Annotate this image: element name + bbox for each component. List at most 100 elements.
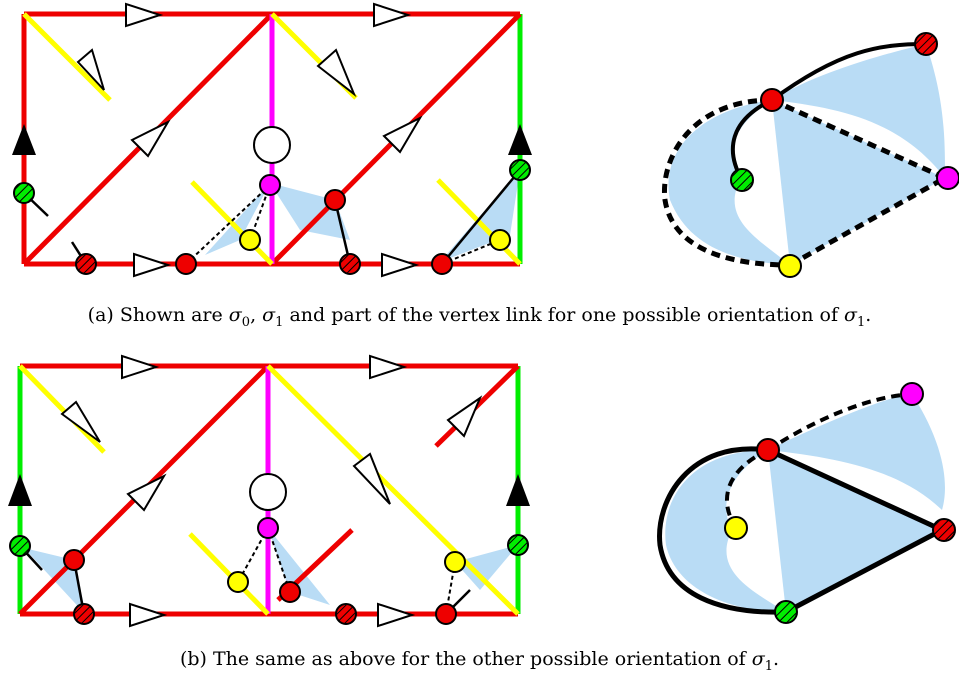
caption-b-sub-1: 1	[764, 658, 774, 674]
vertex-red	[175, 253, 197, 275]
caption-b-sigma-1: σ	[751, 648, 765, 670]
edge-yellow	[22, 12, 112, 102]
caption-a: (a) Shown are σ0, σ1 and part of the ver…	[0, 304, 959, 330]
panel-a-vertex-link	[661, 32, 959, 278]
hatched-vertex-icon	[914, 32, 938, 56]
black-white-arrow-icon	[60, 400, 101, 443]
edge-yellow	[188, 532, 270, 616]
vertex-magenta	[900, 382, 924, 406]
caption-b-prefix: (b)	[179, 648, 207, 670]
caption-a-end: .	[865, 304, 872, 326]
link-edge	[770, 97, 947, 181]
edge-yellow	[190, 180, 274, 266]
white-arrow-icon	[129, 602, 168, 628]
link-edge	[784, 527, 944, 615]
link-edge	[657, 446, 787, 615]
black-arrow-icon	[8, 474, 32, 506]
vertex-yellow	[778, 254, 802, 278]
link-shading	[268, 528, 330, 605]
white-arrow-icon	[125, 2, 164, 28]
caption-a-sigma-1: σ	[262, 304, 276, 326]
panel-a-triangulation	[12, 2, 532, 278]
vertex-white	[249, 473, 287, 511]
hatched-green-vertex-icon	[13, 182, 35, 204]
hatched-vertex-icon	[932, 518, 956, 542]
link-shading	[772, 44, 945, 178]
link-edge	[770, 42, 927, 102]
edge-yellow	[436, 178, 522, 266]
link-edge	[267, 527, 291, 593]
link-shading	[205, 183, 270, 255]
vertex-yellow	[239, 229, 261, 251]
vertex-white	[253, 126, 291, 164]
link-shading	[772, 100, 945, 265]
vertex-yellow	[489, 229, 511, 251]
white-arrow-icon	[446, 395, 483, 438]
white-arrow-icon	[382, 115, 423, 154]
link-edge	[185, 184, 271, 265]
white-arrow-icon	[133, 252, 172, 278]
black-white-arrow-icon	[316, 48, 357, 98]
vertex-magenta	[936, 166, 959, 190]
hatched-green-vertex-icon	[509, 159, 531, 181]
hatched-vertex-icon	[75, 253, 97, 275]
vertex-red	[431, 253, 453, 275]
black-arrow-icon	[508, 124, 532, 155]
link-shading	[270, 183, 350, 240]
link-shading	[668, 100, 790, 265]
link-shading	[455, 545, 518, 590]
caption-b-text-1: The same as above for the other possible…	[212, 648, 746, 670]
link-edge	[766, 392, 913, 452]
vertex-red	[435, 603, 457, 625]
link-shading	[768, 450, 942, 612]
hatched-green-vertex-icon	[9, 535, 31, 557]
panel-b-vertex-link	[657, 382, 956, 624]
vertex-red	[279, 581, 301, 603]
link-edge	[766, 447, 944, 533]
white-arrow-icon	[369, 354, 408, 380]
caption-b: (b) The same as above for the other poss…	[0, 648, 959, 674]
hatched-green-vertex-icon	[774, 600, 798, 624]
white-arrow-icon	[121, 354, 160, 380]
hatched-green-vertex-icon	[730, 168, 754, 192]
link-edge	[725, 448, 769, 530]
vertex-yellow	[444, 551, 466, 573]
vertex-magenta	[257, 517, 279, 539]
white-arrow-icon	[377, 602, 416, 628]
white-arrow-icon	[381, 252, 420, 278]
caption-a-text-1: Shown are	[119, 304, 223, 326]
caption-a-sep: ,	[250, 304, 257, 326]
edge-yellow	[266, 364, 520, 616]
caption-b-end: .	[773, 648, 780, 670]
black-arrow-icon	[12, 124, 36, 155]
edge-yellow	[18, 364, 106, 454]
black-white-arrow-icon	[352, 452, 391, 505]
white-arrow-icon	[126, 473, 167, 512]
vertex-red	[324, 189, 346, 211]
black-white-arrow-icon	[76, 48, 105, 91]
caption-a-sub-2: 1	[857, 314, 866, 330]
caption-a-sigma-0: σ	[228, 304, 242, 326]
caption-a-text-2: and part of the vertex link for one poss…	[289, 304, 838, 326]
caption-a-prefix: (a)	[87, 304, 114, 326]
white-arrow-icon	[130, 119, 171, 158]
hatched-vertex-icon	[335, 603, 357, 625]
vertex-red	[756, 438, 780, 462]
hatched-vertex-icon	[73, 603, 95, 625]
caption-a-sub-0: 0	[241, 314, 251, 330]
hatched-green-vertex-icon	[507, 534, 529, 556]
black-arrow-icon	[506, 474, 530, 506]
white-arrow-icon	[373, 2, 412, 28]
link-edge	[661, 97, 791, 268]
vertex-red	[760, 88, 784, 112]
vertex-yellow	[227, 571, 249, 593]
vertex-magenta	[259, 174, 281, 196]
vertex-red	[63, 549, 85, 571]
panel-b-triangulation	[8, 354, 530, 628]
link-edge	[441, 169, 521, 265]
caption-a-sigma-2: σ	[844, 304, 858, 326]
hatched-vertex-icon	[339, 253, 361, 275]
link-shading	[768, 394, 945, 510]
vertex-yellow	[724, 516, 748, 540]
